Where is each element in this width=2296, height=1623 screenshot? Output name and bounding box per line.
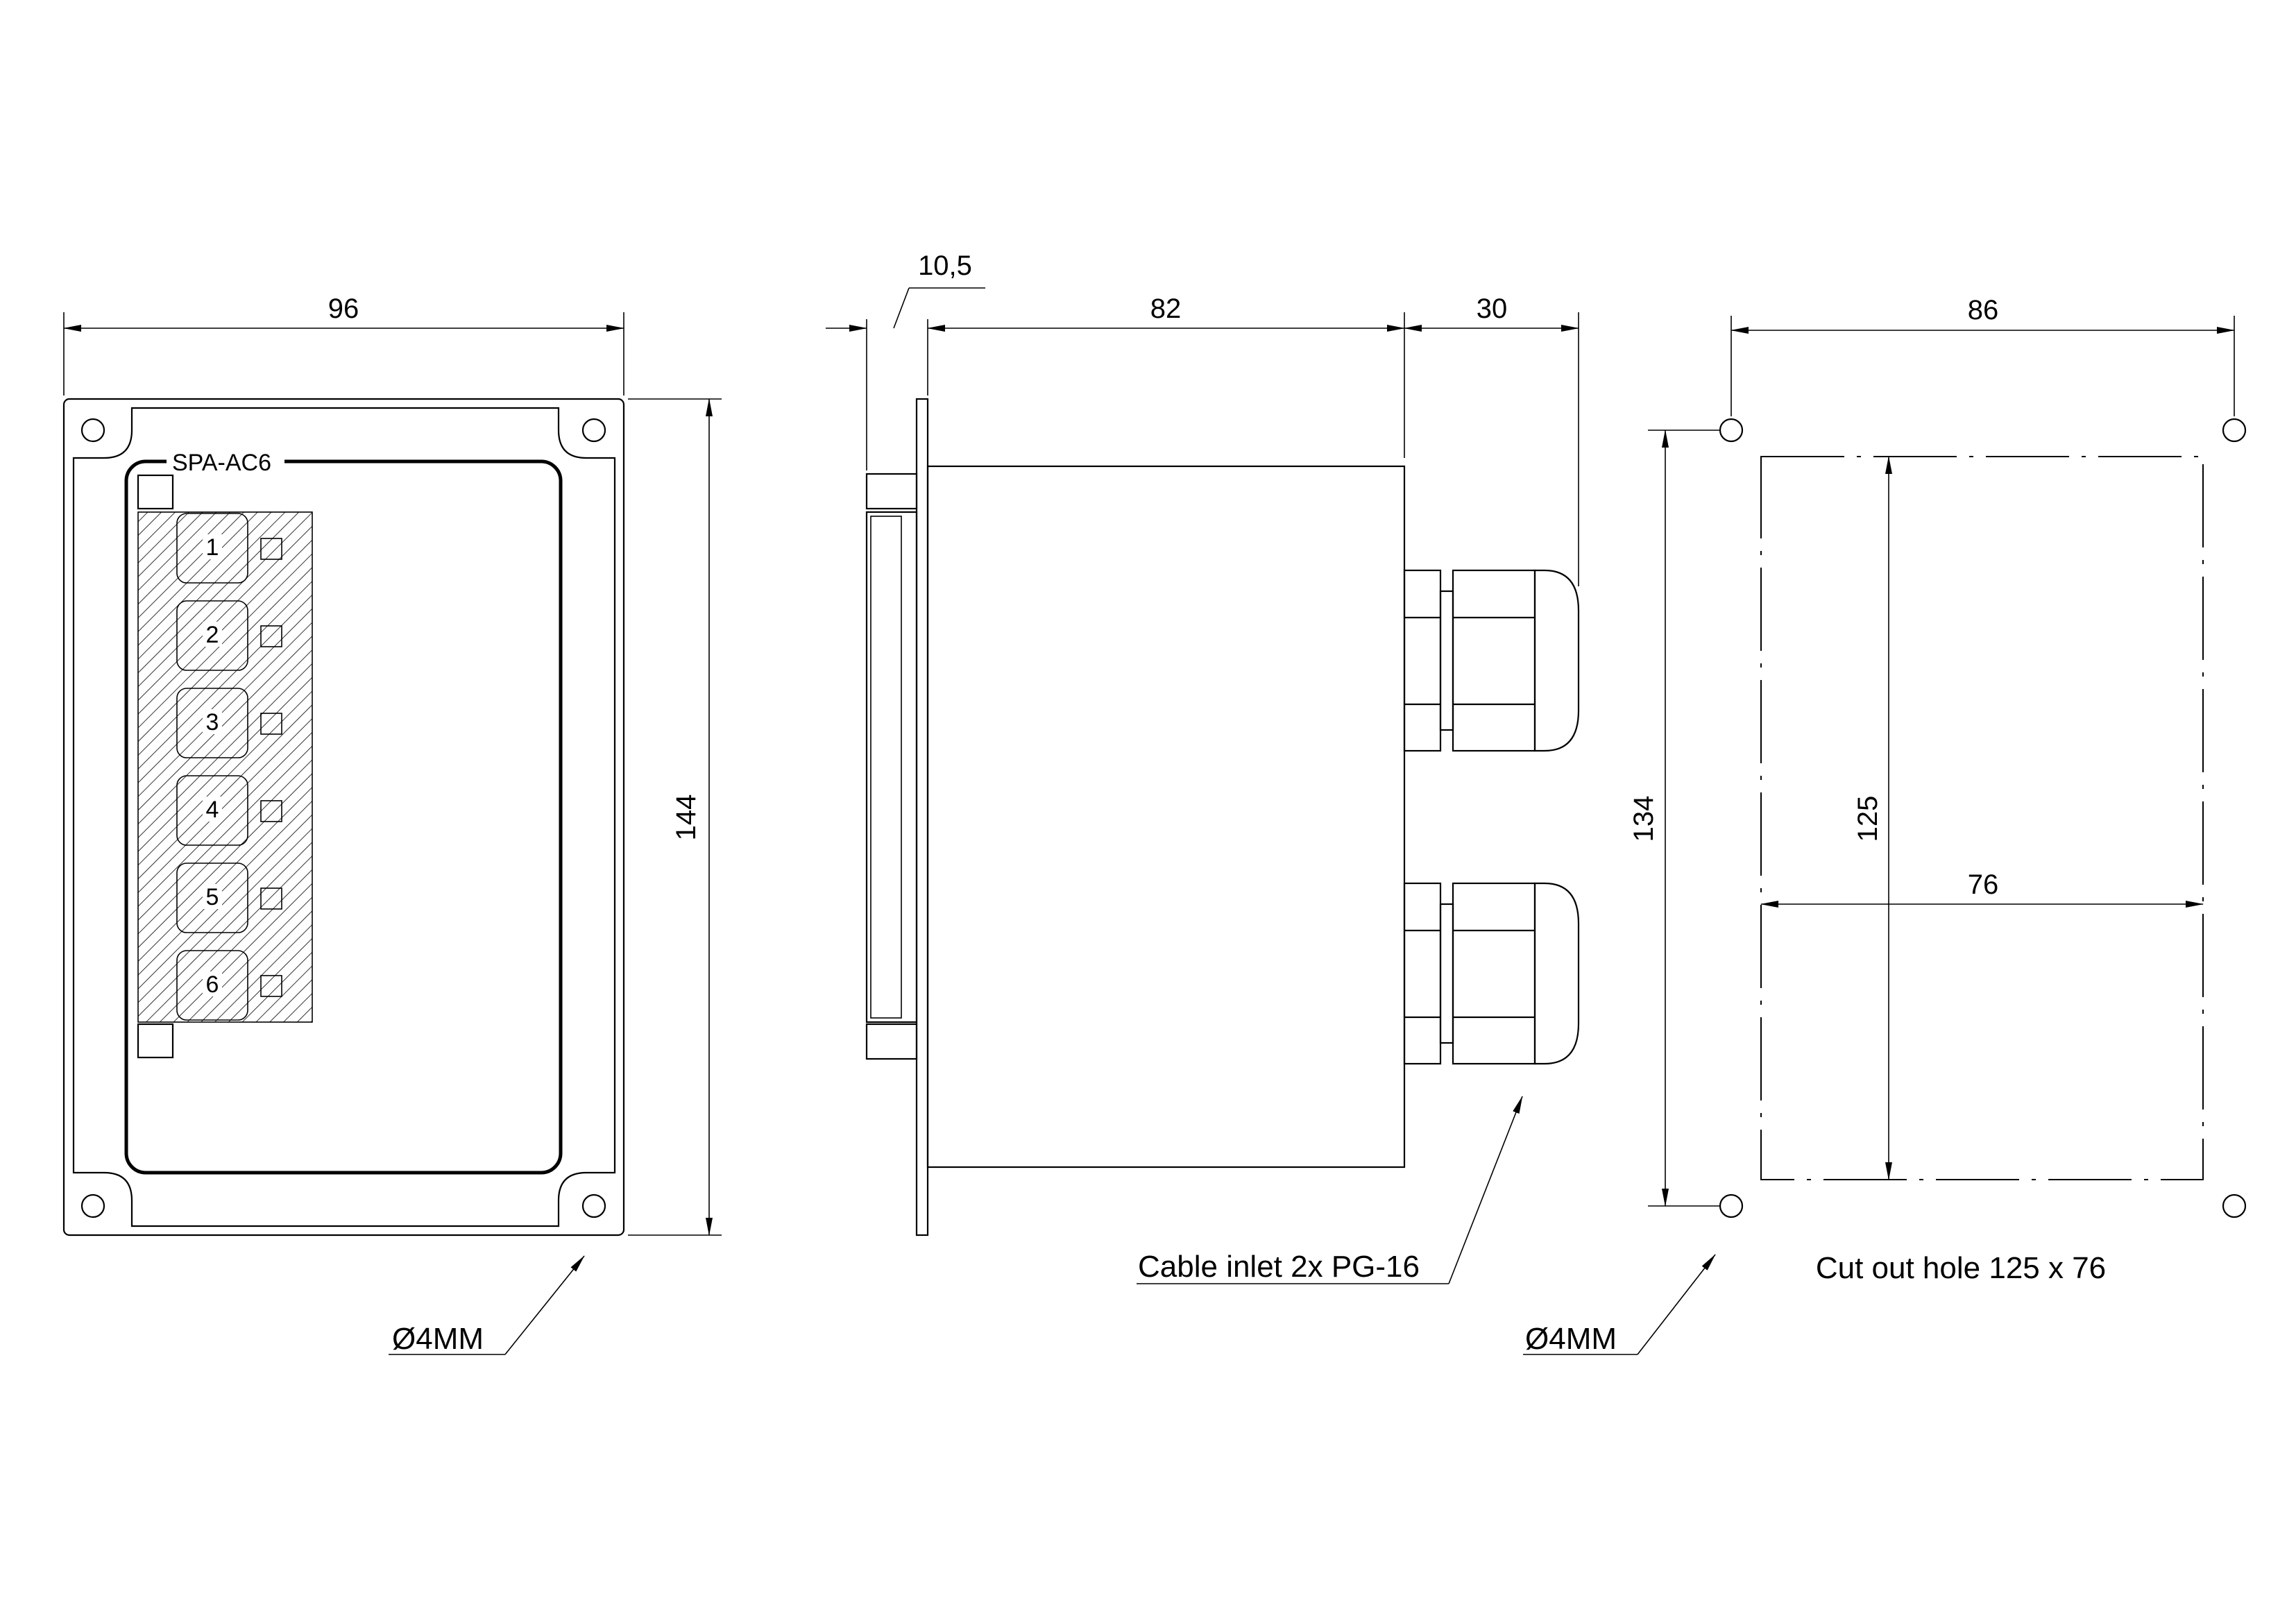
- dim-cutout-height: 125: [1853, 456, 1892, 1180]
- channel-led: [260, 975, 282, 997]
- mount-hole-tl: [80, 418, 105, 443]
- channel-key: 5: [176, 863, 282, 933]
- channel-led: [260, 800, 282, 822]
- dim-front-width: 96: [63, 294, 624, 396]
- indicator-bottom: [137, 1023, 174, 1059]
- terminal-block: [137, 511, 313, 1023]
- dim-label: 134: [1629, 796, 1659, 842]
- cable-gland-upper: [1403, 569, 1580, 752]
- channel-led: [260, 625, 282, 647]
- dim-side-flange: 10,5: [826, 250, 985, 470]
- model-label: SPA-AC6: [172, 450, 271, 476]
- front-housing: [62, 398, 625, 1237]
- channel-number: 3: [206, 709, 219, 736]
- channel-keys: 1 2 3 4: [176, 513, 282, 1021]
- mount-hole-bl: [80, 1193, 105, 1218]
- channel-key: 2: [176, 600, 282, 671]
- channel-number: 1: [206, 534, 219, 561]
- cutout-view: 86 134 125 76 Ø4MM Cut out hole 125 x 76: [1523, 295, 2247, 1356]
- dim-label: 30: [1477, 294, 1508, 324]
- side-front-lip-top: [865, 473, 918, 510]
- front-flange-outline: [72, 407, 616, 1227]
- dim-front-height: 144: [628, 398, 722, 1236]
- front-window: [124, 459, 563, 1175]
- channel-number: 2: [206, 622, 219, 648]
- mount-hole-tr: [581, 418, 606, 443]
- side-front-block: [865, 511, 918, 1023]
- cutout-hole-tl: [1719, 418, 1744, 443]
- dim-cutout-hole-width: 86: [1730, 295, 2235, 416]
- hole-note: Ø4MM: [392, 1322, 484, 1356]
- channel-key: 4: [176, 775, 282, 846]
- dim-label: 10,5: [918, 250, 972, 281]
- channel-led: [260, 713, 282, 735]
- dim-label: 144: [671, 794, 701, 841]
- channel-number: 6: [206, 971, 219, 998]
- dim-side-gland: 30: [1404, 294, 1579, 586]
- dim-label: 125: [1853, 796, 1883, 842]
- side-front-block-inner: [870, 516, 902, 1019]
- dim-cutout-hole-height: 134: [1629, 430, 1719, 1207]
- cable-gland-lower: [1403, 882, 1580, 1065]
- hole-callout-front: Ø4MM: [389, 1255, 585, 1356]
- side-front-plate: [915, 398, 929, 1237]
- channel-number: 5: [206, 884, 219, 910]
- side-view: 10,5 82 30 Cable inlet 2x PG-16: [826, 250, 1580, 1284]
- mount-hole-br: [581, 1193, 606, 1218]
- dim-label: 96: [328, 294, 359, 324]
- dim-label: 82: [1150, 294, 1182, 324]
- channel-key: 3: [176, 688, 282, 758]
- dim-cutout-width: 76: [1760, 869, 2204, 908]
- hole-callout-cutout: Ø4MM: [1523, 1254, 1716, 1356]
- cutout-hole-bl: [1719, 1193, 1744, 1218]
- hole-note: Ø4MM: [1525, 1322, 1617, 1356]
- cutout-outline: [1760, 456, 2204, 1180]
- dim-label: 76: [1968, 869, 1999, 900]
- front-view: SPA-AC6 1 2 3: [62, 294, 722, 1356]
- dim-label: 86: [1968, 295, 1999, 325]
- side-body: [926, 465, 1406, 1169]
- channel-key: 6: [176, 950, 282, 1021]
- cable-callout: Cable inlet 2x PG-16: [1137, 1096, 1523, 1284]
- dim-side-body: 82: [927, 294, 1405, 458]
- channel-key: 1: [176, 513, 282, 584]
- cutout-note: Cut out hole 125 x 76: [1816, 1251, 2106, 1285]
- channel-led: [260, 887, 282, 910]
- cable-note: Cable inlet 2x PG-16: [1138, 1250, 1420, 1284]
- cutout-hole-br: [2222, 1193, 2247, 1218]
- channel-number: 4: [206, 797, 219, 823]
- indicator-top: [137, 474, 174, 510]
- channel-led: [260, 538, 282, 560]
- side-front-lip-bottom: [865, 1023, 918, 1060]
- cutout-hole-tr: [2222, 418, 2247, 443]
